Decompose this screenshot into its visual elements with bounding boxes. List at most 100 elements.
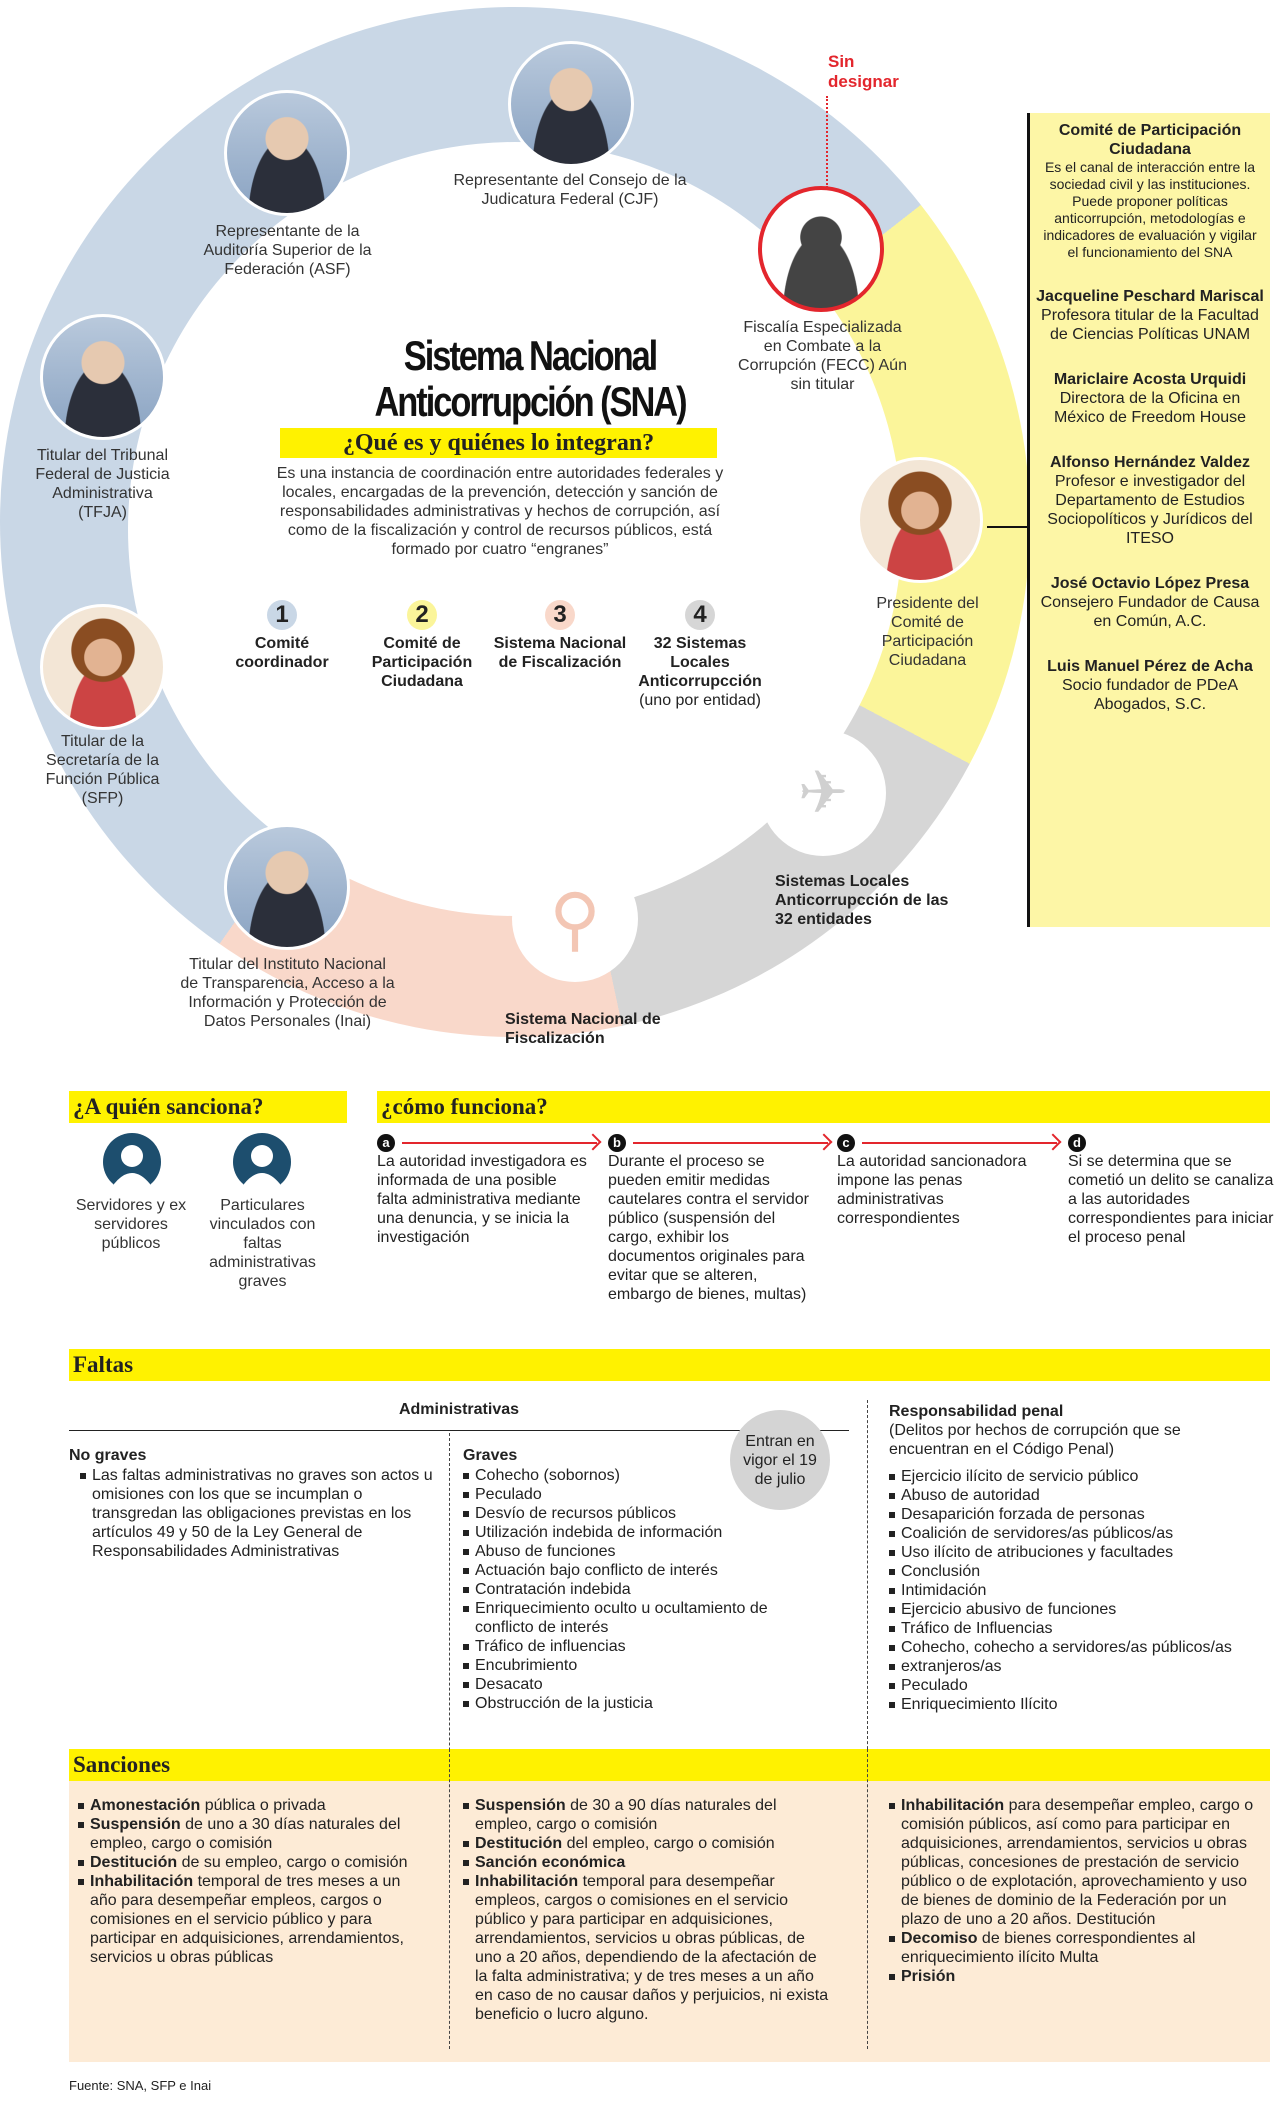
list-item: Las faltas administrativas no graves son… — [80, 1466, 440, 1561]
sanction-name: Destitución — [90, 1854, 178, 1871]
sanciones-bg — [69, 1780, 1270, 2062]
sanciones-penal: Inhabilitación para desempeñar empleo, c… — [889, 1796, 1264, 1986]
arrow-icon — [402, 1142, 597, 1144]
person-icon — [232, 1132, 292, 1204]
sanction-detail: de uno a 30 días naturales del empleo, c… — [90, 1816, 401, 1852]
sin-designar-label: Sin designar — [828, 52, 899, 91]
quien-particulares: Particulares vinculados con faltas admin… — [209, 1197, 316, 1290]
list-item: Intimidación — [889, 1581, 1269, 1600]
no-graves-title: No graves — [69, 1447, 147, 1464]
list-item: Cohecho, cohecho a servidores/as público… — [889, 1638, 1269, 1657]
member-role: Socio fundador de PDeA Abogados, S.C. — [1061, 677, 1239, 713]
sanction-name: Suspensión — [90, 1816, 181, 1833]
list-item: Enriquecimiento oculto u ocultamiento de… — [463, 1599, 783, 1637]
sanction-name: Inhabilitación — [475, 1873, 579, 1890]
sanction-name: Inhabilitación — [90, 1873, 194, 1890]
member-role: Directora de la Oficina en México de Fre… — [1053, 390, 1247, 426]
sanction-item: Inhabilitación temporal de tres meses a … — [78, 1872, 418, 1967]
member-name: Luis Manuel Pérez de Acha — [1047, 658, 1253, 675]
source: Fuente: SNA, SFP e Inai — [69, 2078, 212, 2093]
presidente-label: Presidente del Comité de Participación C… — [876, 595, 979, 669]
quien-servidores: Servidores y ex servidores públicos — [75, 1197, 187, 1252]
list-item: Peculado — [463, 1485, 783, 1504]
list-item: Ejercicio ilícito de servicio público — [889, 1467, 1269, 1486]
list-item: extranjeros/as — [889, 1657, 1269, 1676]
mexico-map-icon: ✈ — [760, 730, 886, 856]
sanction-detail: temporal para desempeñar empleos, cargos… — [475, 1873, 829, 2023]
member-role: Consejero Fundador de Causa en Común, A.… — [1040, 594, 1260, 630]
member-name: Mariclaire Acosta Urquidi — [1053, 371, 1247, 388]
sanction-detail: de su empleo, cargo o comisión — [177, 1854, 408, 1871]
member-role: Profesora titular de la Facultad de Cien… — [1041, 307, 1259, 343]
list-item: Desaparición forzada de personas — [889, 1505, 1269, 1524]
sanction-name: Decomiso — [901, 1930, 978, 1947]
sfp-photo — [40, 604, 166, 730]
panel-title: Comité de Participación Ciudadana — [1058, 122, 1242, 158]
list-item: Actuación bajo conflicto de interés — [463, 1561, 783, 1580]
sanction-detail: de bienes correspondientes al enriquecim… — [901, 1930, 1196, 1966]
no-graves-list: Las faltas administrativas no graves son… — [80, 1466, 440, 1561]
sanction-detail: pública o privada — [200, 1797, 326, 1814]
member-name: Alfonso Hernández Valdez — [1049, 454, 1251, 471]
quien-title: ¿A quién sanciona? — [69, 1091, 347, 1123]
list-item: Peculado — [889, 1676, 1269, 1695]
sanction-item: Sanción económica — [463, 1853, 833, 1872]
sanction-item: Suspensión de 30 a 90 días naturales del… — [463, 1796, 833, 1834]
penal-sub: (Delitos por hechos de corrupción que se… — [889, 1422, 1181, 1458]
cpc-panel: Comité de Participación Ciudadana Es el … — [1027, 113, 1270, 927]
list-item: Desacato — [463, 1675, 783, 1694]
sanction-item: Decomiso de bienes correspondientes al e… — [889, 1929, 1264, 1967]
list-item: Tráfico de influencias — [463, 1637, 783, 1656]
cjf-photo — [508, 41, 634, 167]
list-item: Ejercicio abusivo de funciones — [889, 1600, 1269, 1619]
sanction-item: Amonestación pública o privada — [78, 1796, 418, 1815]
list-item: Enriquecimiento Ilícito — [889, 1695, 1269, 1714]
member-name: Jacqueline Peschard Mariscal — [1036, 288, 1264, 305]
vigor-badge: Entran en vigor el 19 de julio — [730, 1410, 830, 1510]
arrow-icon — [633, 1142, 828, 1144]
locales-label: Sistemas Locales Anticorrupcción de las … — [775, 873, 949, 928]
asf-label: Representante de la Auditoría Superior d… — [203, 223, 372, 278]
penal-title: Responsabilidad penal — [889, 1403, 1064, 1420]
person-icon — [102, 1132, 162, 1204]
list-item: Cohecho (sobornos) — [463, 1466, 783, 1485]
sanction-item: Inhabilitación temporal para desempeñar … — [463, 1872, 833, 2024]
member-name: José Octavio López Presa — [1050, 575, 1250, 592]
sanction-item: Suspensión de uno a 30 días naturales de… — [78, 1815, 418, 1853]
divider — [449, 1749, 450, 2049]
sfp-label: Titular de la Secretaría de la Función P… — [45, 733, 160, 807]
arrow-icon — [862, 1142, 1057, 1144]
graves-title: Graves — [463, 1447, 518, 1464]
sanction-detail: temporal de tres meses a un año para des… — [90, 1873, 404, 1966]
inai-photo — [224, 824, 350, 950]
sanciones-graves: Suspensión de 30 a 90 días naturales del… — [463, 1796, 833, 2024]
tfja-photo — [40, 314, 166, 440]
magnifier-icon: ⚲ — [512, 856, 638, 982]
sin-designar-line — [826, 96, 828, 188]
sanction-name: Inhabilitación — [901, 1797, 1005, 1814]
sanction-detail: del empleo, cargo o comisión — [562, 1835, 775, 1852]
list-item: Abuso de funciones — [463, 1542, 783, 1561]
cjf-label: Representante del Consejo de la Judicatu… — [453, 172, 687, 208]
sanction-name: Sanción económica — [475, 1854, 626, 1871]
sanction-item: Destitución de su empleo, cargo o comisi… — [78, 1853, 418, 1872]
intro-text: Es una instancia de coordinación entre a… — [276, 465, 724, 558]
fiscalizacion-label: Sistema Nacional de Fiscalización — [505, 1011, 661, 1047]
sanction-item: Inhabilitación para desempeñar empleo, c… — [889, 1796, 1264, 1929]
panel-connector — [987, 526, 1027, 528]
sanciones-title: Sanciones — [69, 1749, 1270, 1781]
sanction-detail: para desempeñar empleo, cargo o comisión… — [901, 1797, 1254, 1928]
